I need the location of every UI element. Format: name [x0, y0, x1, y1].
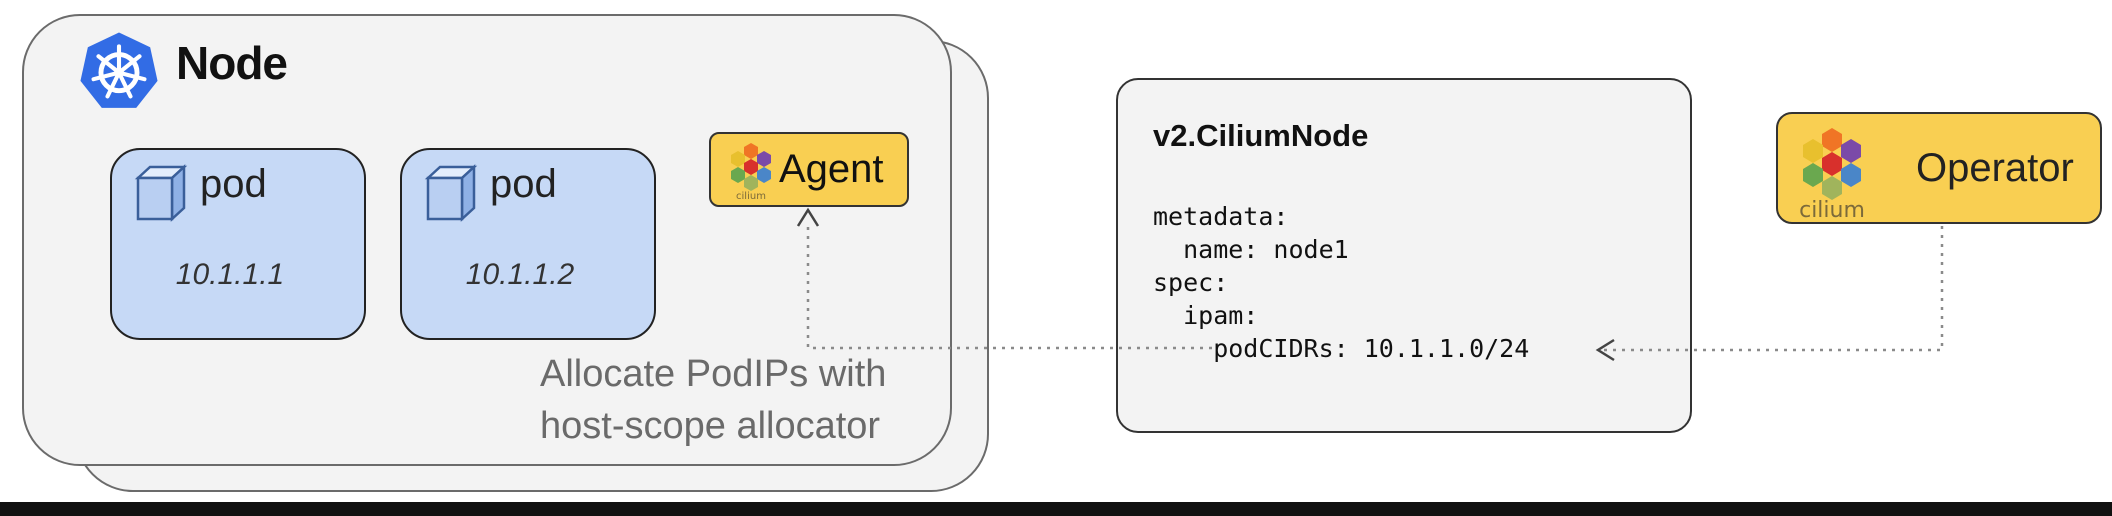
cilium-logo-text: cilium [1799, 198, 1865, 220]
bottom-bar [0, 502, 2112, 516]
allocate-note-line: host-scope allocator [540, 405, 881, 447]
cilium-logo: cilium [731, 143, 771, 200]
cilium-node-title: v2.CiliumNode [1153, 118, 1369, 153]
kubernetes-icon [80, 32, 158, 108]
operator-box: cilium Operator [1776, 112, 2102, 224]
ciliumnode-to-agent-line [806, 222, 1212, 350]
pod-label: pod [200, 162, 267, 206]
cilium-node-card [1116, 78, 1692, 433]
cube-icon [134, 164, 188, 222]
arrowhead-icon [1595, 338, 1615, 362]
cilium-logo-text: cilium [736, 191, 766, 200]
allocate-note-line: Allocate PodIPs with [540, 353, 887, 395]
node-title: Node [176, 37, 288, 89]
operator-label: Operator [1916, 146, 2074, 190]
arrowhead-icon [796, 207, 820, 227]
pod-ip: 10.1.1.1 [175, 258, 285, 291]
agent-box: cilium Agent [709, 132, 909, 207]
pod-box: pod 10.1.1.1 [110, 148, 366, 340]
pod-box: pod 10.1.1.2 [400, 148, 656, 340]
pod-label: pod [490, 162, 557, 206]
allocate-note: Allocate PodIPs with host-scope allocato… [540, 348, 886, 452]
cilium-node-yaml: metadata: name: node1 spec: ipam: podCID… [1153, 202, 1530, 363]
pod-ip: 10.1.1.2 [465, 258, 575, 291]
cube-icon [424, 164, 478, 222]
agent-label: Agent [779, 147, 884, 191]
cilium-logo: cilium [1799, 128, 1865, 220]
operator-to-ciliumnode-line [1600, 226, 1944, 352]
